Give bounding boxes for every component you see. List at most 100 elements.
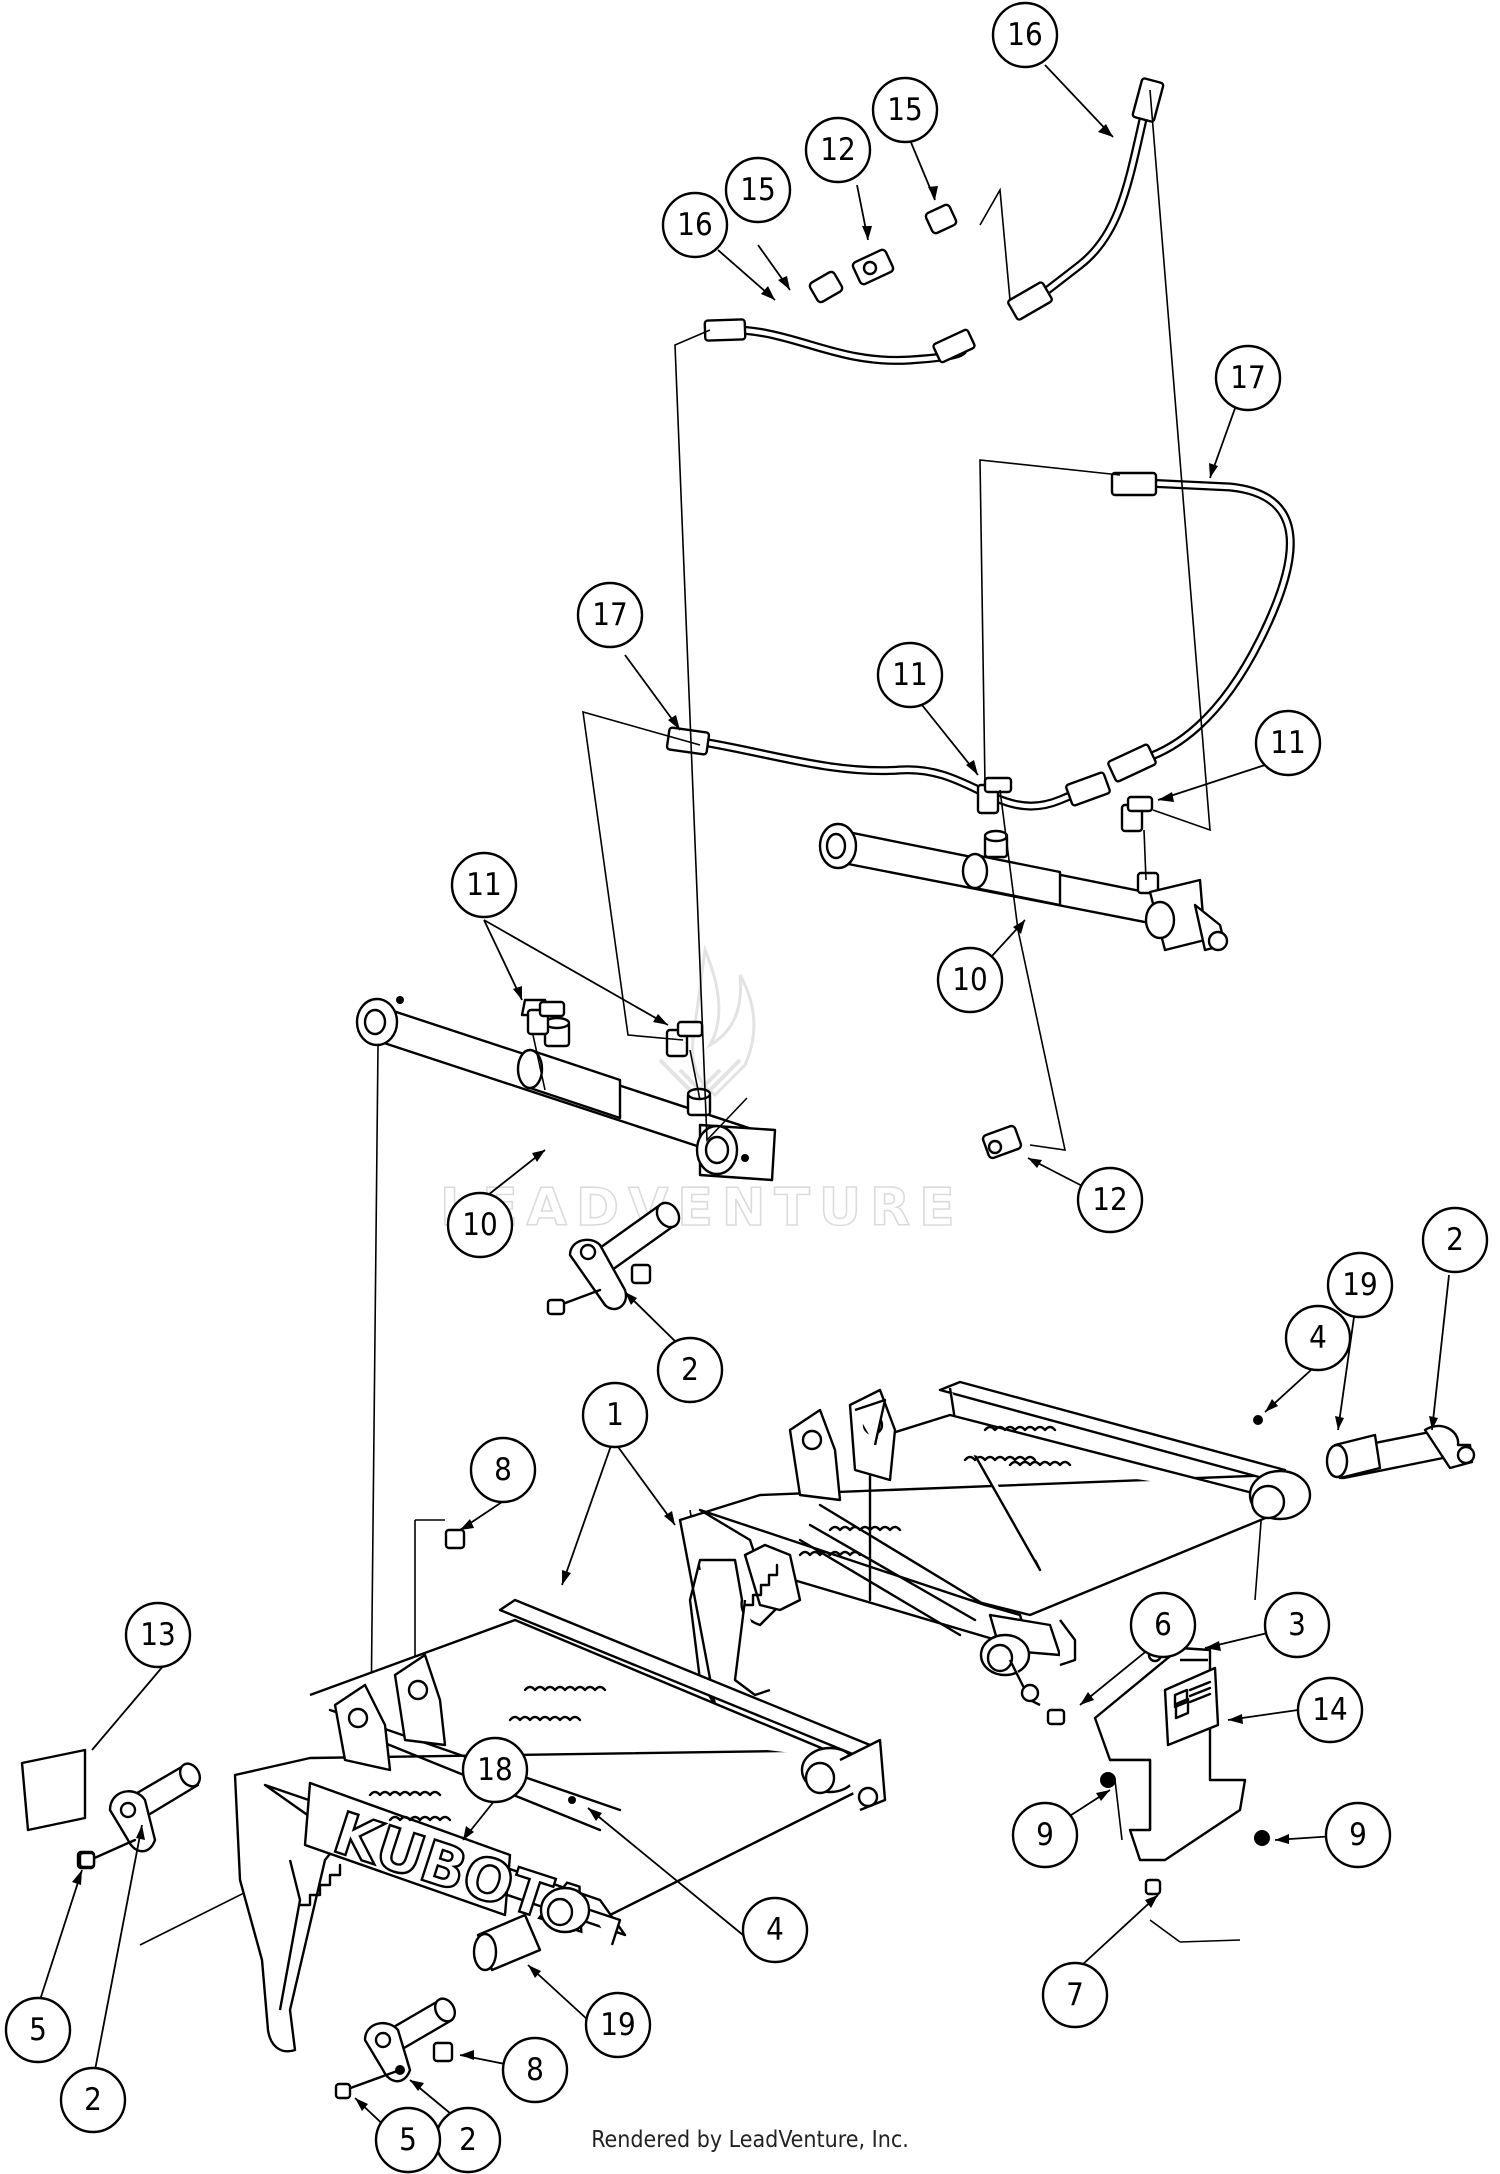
pivot-pin-2-middle — [546, 1201, 681, 1316]
callout-11-center-elbow: 11 — [876, 641, 944, 709]
lift-frame-left: KUBOTA — [233, 1598, 887, 2053]
svg-text:5: 5 — [399, 2122, 417, 2158]
callout-17-left-hose: 17 — [576, 581, 644, 649]
svg-text:2: 2 — [681, 1352, 699, 1388]
lift-frame-right — [678, 1380, 1312, 1707]
frame-slots-right — [798, 1425, 1072, 1557]
svg-text:17: 17 — [592, 597, 627, 633]
svg-text:11: 11 — [466, 867, 501, 903]
callout-1-frames: 1 — [581, 1381, 649, 1449]
cover-3 — [1093, 1646, 1247, 1862]
hose-16-left — [703, 318, 976, 365]
callout-18-kubota-decal: 18 — [461, 1736, 529, 1804]
svg-text:2: 2 — [459, 2122, 477, 2158]
callout-10-upper-cylinder: 10 — [936, 946, 1004, 1014]
svg-text:12: 12 — [820, 132, 855, 168]
hose-17-left — [665, 726, 1111, 811]
pivot-pin-2-lower — [343, 1997, 457, 2092]
callout-6-bolt: 6 — [1129, 1591, 1197, 1659]
svg-text:4: 4 — [766, 1912, 784, 1948]
svg-text:14: 14 — [1312, 1692, 1347, 1728]
render-credit: Rendered by LeadVenture, Inc. — [591, 2127, 909, 2153]
callout-8-upper-nut: 8 — [469, 1436, 537, 1504]
callout-16-right-hose: 16 — [991, 1, 1059, 69]
hose-17-right — [1107, 471, 1295, 783]
callout-9-left-nut: 9 — [1011, 1801, 1079, 1869]
callout-2-left-pin: 2 — [59, 2066, 127, 2134]
svg-text:7: 7 — [1066, 1977, 1084, 2013]
svg-text:9: 9 — [1349, 1817, 1367, 1853]
svg-text:19: 19 — [600, 2007, 635, 2043]
elbow-fitting-11-a — [520, 998, 566, 1036]
nut-8-lower — [432, 2041, 454, 2063]
bolt-7 — [1144, 1878, 1162, 1896]
svg-text:1: 1 — [606, 1397, 624, 1433]
svg-text:19: 19 — [1342, 1267, 1377, 1303]
svg-text:11: 11 — [892, 657, 927, 693]
callout-11-right-elbow: 11 — [1254, 709, 1322, 777]
callout-9-right-nut: 9 — [1324, 1801, 1392, 1869]
callout-19-lower-bushing: 19 — [584, 1991, 652, 2059]
fitting-15-right — [924, 203, 958, 235]
svg-text:17: 17 — [1230, 360, 1265, 396]
callout-arrowheads — [72, 124, 1438, 2111]
lift-cylinder-upper — [818, 822, 1229, 952]
svg-text:10: 10 — [462, 1207, 497, 1243]
svg-text:8: 8 — [526, 2052, 544, 2088]
callout-2-right-pin: 2 — [1421, 1206, 1489, 1274]
lift-cylinder-lower — [355, 996, 777, 1182]
bolt-5-lower — [334, 2082, 352, 2100]
svg-text:15: 15 — [887, 92, 922, 128]
svg-text:15: 15 — [740, 172, 775, 208]
svg-text:13: 13 — [140, 1617, 175, 1653]
leadventure-watermark: LEADVENTURE — [439, 944, 964, 1239]
callout-4-left-grease: 4 — [741, 1896, 809, 1964]
callout-15-right-fitting: 15 — [871, 76, 939, 144]
pivot-pin-2-left — [76, 1762, 202, 1870]
svg-text:16: 16 — [1007, 17, 1042, 53]
bushing-19-lower — [472, 1913, 542, 1972]
callout-8-lower-nut: 8 — [501, 2036, 569, 2104]
fitting-12-top — [851, 248, 895, 286]
callout-5-left-bolt: 5 — [4, 1996, 72, 2064]
callout-16-left-hose: 16 — [661, 191, 729, 259]
callout-5-lower-bolt: 5 — [374, 2106, 442, 2174]
svg-text:8: 8 — [494, 1452, 512, 1488]
callout-leaders — [39, 64, 1450, 2149]
callout-4-right-grease: 4 — [1284, 1304, 1352, 1372]
frame-slots-left — [368, 1685, 607, 1822]
nut-9-right — [1254, 1830, 1270, 1846]
elbow-fitting-11-d — [1120, 795, 1154, 833]
decal-13 — [20, 1748, 87, 1832]
svg-text:3: 3 — [1288, 1607, 1306, 1643]
svg-text:2: 2 — [84, 2082, 102, 2118]
svg-text:5: 5 — [29, 2012, 47, 2048]
callout-13-decal: 13 — [124, 1601, 192, 1669]
svg-text:4: 4 — [1309, 1320, 1327, 1356]
nut-9-left — [1100, 1772, 1116, 1788]
grease-fitting-4-right — [1253, 1415, 1263, 1425]
callout-2-middle-pin: 2 — [656, 1336, 724, 1404]
callout-19-right-bushing: 19 — [1326, 1251, 1394, 1319]
fitting-15-left — [808, 270, 844, 304]
svg-text:2: 2 — [1446, 1222, 1464, 1258]
callout-11-left-elbows: 11 — [450, 851, 518, 919]
bushing-19-right — [1325, 1433, 1382, 1480]
callout-bubbles: 16 15 12 15 16 17 17 11 11 11 10 — [4, 1, 1489, 2174]
svg-text:16: 16 — [677, 207, 712, 243]
bolt-6 — [1046, 1708, 1066, 1726]
callout-12-lower-fitting: 12 — [1076, 1166, 1144, 1234]
bolt-5-left — [78, 1851, 96, 1869]
callout-3-cover: 3 — [1263, 1591, 1331, 1659]
callout-7-bolt: 7 — [1041, 1961, 1109, 2029]
svg-text:11: 11 — [1270, 725, 1305, 761]
watermark-text: LEADVENTURE — [440, 1178, 964, 1238]
elbow-fitting-11-c — [976, 776, 1013, 815]
fitting-12-lower — [981, 1124, 1023, 1160]
svg-text:10: 10 — [952, 962, 987, 998]
nut-8-upper — [444, 1528, 466, 1550]
callout-10-lower-cylinder: 10 — [446, 1191, 514, 1259]
svg-text:6: 6 — [1154, 1607, 1172, 1643]
callout-14-decal: 14 — [1296, 1676, 1364, 1744]
